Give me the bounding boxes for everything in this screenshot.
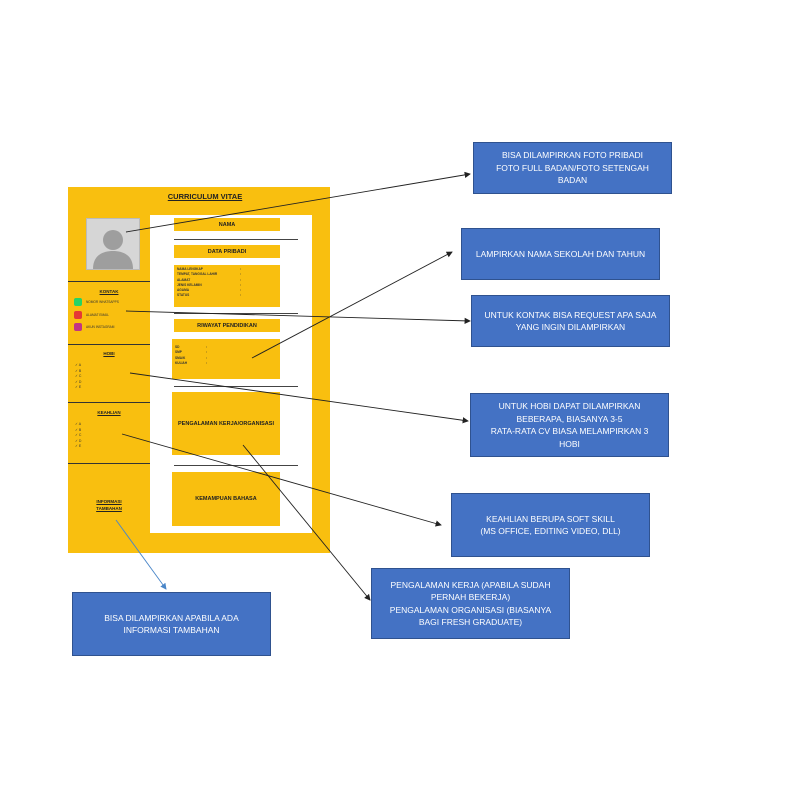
colon-column: ::::	[206, 345, 208, 365]
hobi-item: ✓ B	[75, 368, 82, 373]
callout-sekolah-text: LAMPIRKAN NAMA SEKOLAH DAN TAHUN	[475, 248, 646, 259]
callout-hobi-text: UNTUK HOBI DAPAT DILAMPIRKAN BEBERAPA, B…	[490, 401, 649, 449]
keahlian-item: ✓ A	[75, 422, 82, 426]
data-pribadi-field: STATUS	[177, 293, 190, 298]
hobi-item: ✓ A	[75, 363, 82, 367]
nama-box: NAMA	[174, 218, 280, 231]
section-divider	[174, 386, 298, 387]
kontak-item: AKUN INSTAGRAM	[86, 325, 115, 329]
kontak-item: ALAMAT EMAIL	[86, 313, 109, 317]
kemampuan-bahasa-box: KEMAMPUAN BAHASA	[172, 472, 280, 526]
riwayat-fields: SD SMP SMA/K KULIAH ::::	[172, 339, 280, 379]
colon-column: ::::::	[240, 267, 242, 298]
data-pribadi-field: ALAMAT	[177, 277, 191, 282]
data-pribadi-list: NAMA LENGKAP TEMPAT, TANGGAL LAHIR ALAMA…	[177, 267, 217, 299]
data-pribadi-fields: NAMA LENGKAP TEMPAT, TANGGAL LAHIR ALAMA…	[174, 265, 280, 307]
callout-foto-text: BISA DILAMPIRKAN FOTO PRIBADI FOTO FULL …	[496, 150, 649, 186]
riwayat-field: KULIAH	[175, 360, 188, 365]
cv-title: CURRICULUM VITAE	[167, 192, 243, 201]
informasi-heading: INFORMASI TAMBAHAN	[96, 499, 122, 511]
callout-keahlian-text: KEAHLIAN BERUPA SOFT SKILL (MS OFFICE, E…	[480, 513, 621, 537]
keahlian-item: ✓ C	[75, 433, 82, 438]
callout-kontak-text: UNTUK KONTAK BISA REQUEST APA SAJA YANG …	[484, 309, 657, 333]
hobi-list: ✓ A ✓ B ✓ C ✓ D ✓ E	[75, 363, 81, 391]
callout-foto: BISA DILAMPIRKAN FOTO PRIBADI FOTO FULL …	[473, 142, 672, 194]
callout-keahlian: KEAHLIAN BERUPA SOFT SKILL (MS OFFICE, E…	[451, 493, 650, 557]
data-pribadi-box: DATA PRIBADI	[174, 245, 280, 258]
photo-placeholder	[86, 218, 140, 270]
callout-informasi: BISA DILAMPIRKAN APABILA ADA INFORMASI T…	[72, 592, 271, 656]
hobi-heading: HOBI	[103, 351, 115, 356]
sidebar-divider	[68, 463, 150, 464]
keahlian-item: ✓ E	[75, 444, 82, 449]
keahlian-item: ✓ D	[75, 438, 82, 443]
callout-hobi: UNTUK HOBI DAPAT DILAMPIRKAN BEBERAPA, B…	[470, 393, 669, 457]
callout-informasi-text: BISA DILAMPIRKAN APABILA ADA INFORMASI T…	[104, 612, 239, 636]
keahlian-heading: KEAHLIAN	[97, 410, 121, 415]
instagram-icon	[74, 323, 82, 331]
whatsapp-icon	[74, 298, 82, 306]
data-pribadi-field: TEMPAT, TANGGAL LAHIR	[177, 272, 218, 277]
section-divider	[174, 465, 298, 466]
pengalaman-box: PENGALAMAN KERJA/ORGANISASI	[172, 392, 280, 455]
data-pribadi-field: NAMA LENGKAP	[177, 267, 203, 271]
kontak-item: NOMOR WHATSAPPS	[86, 300, 119, 304]
kontak-heading: KONTAK	[99, 289, 119, 294]
sidebar-divider	[68, 344, 150, 345]
callout-pengalaman: PENGALAMAN KERJA (APABILA SUDAH PERNAH B…	[371, 568, 570, 639]
sidebar-divider	[68, 402, 150, 403]
hobi-item: ✓ C	[75, 374, 82, 379]
data-pribadi-field: AGAMA	[177, 288, 190, 293]
hobi-item: ✓ D	[75, 379, 82, 384]
hobi-item: ✓ E	[75, 385, 82, 390]
data-pribadi-field: JENIS KELAMIN	[177, 282, 202, 287]
avatar-icon	[93, 230, 133, 269]
sidebar-divider	[68, 281, 150, 282]
email-icon	[74, 311, 82, 319]
callout-pengalaman-text: PENGALAMAN KERJA (APABILA SUDAH PERNAH B…	[389, 579, 552, 628]
callout-sekolah: LAMPIRKAN NAMA SEKOLAH DAN TAHUN	[461, 228, 660, 280]
section-divider	[174, 313, 298, 314]
callout-kontak: UNTUK KONTAK BISA REQUEST APA SAJA YANG …	[471, 295, 670, 347]
riwayat-field: SMP	[175, 350, 182, 355]
keahlian-item: ✓ B	[75, 427, 82, 432]
section-divider	[174, 239, 298, 240]
keahlian-list: ✓ A ✓ B ✓ C ✓ D ✓ E	[75, 422, 81, 450]
riwayat-field: SMA/K	[175, 355, 186, 360]
riwayat-field: SD	[175, 345, 180, 349]
riwayat-box: RIWAYAT PENDIDIKAN	[174, 319, 280, 332]
riwayat-list: SD SMP SMA/K KULIAH	[175, 345, 187, 366]
